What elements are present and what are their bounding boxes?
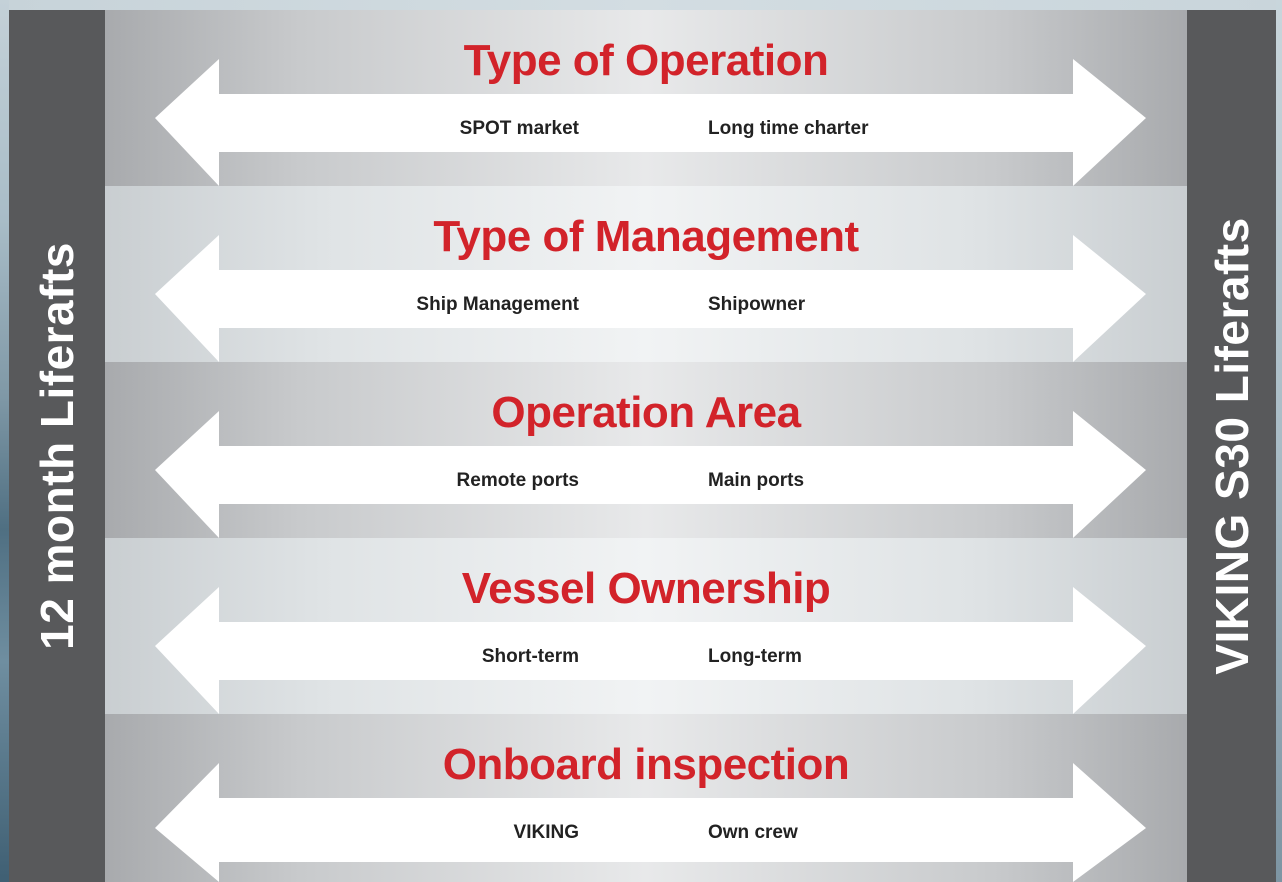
left-option: Remote ports	[456, 470, 579, 491]
left-axis-bar: 12 month Liferafts	[9, 10, 105, 882]
left-option: SPOT market	[459, 118, 579, 139]
right-axis-label: VIKING S30 Liferafts	[1205, 217, 1258, 675]
right-option: Long time charter	[708, 118, 869, 139]
left-option: Ship Management	[416, 294, 579, 315]
double-arrow-icon	[155, 763, 1146, 882]
left-axis-label: 12 month Liferafts	[31, 242, 83, 650]
row-type-of-management: Type of Management Ship Management Shipo…	[105, 186, 1187, 362]
left-option: Short-term	[481, 646, 579, 667]
row-title: Onboard inspection	[442, 740, 850, 789]
right-option: Main ports	[708, 470, 805, 491]
double-arrow-icon	[155, 59, 1146, 186]
row-title: Vessel Ownership	[461, 564, 831, 613]
background-photo-top	[9, 0, 1276, 10]
row-title: Type of Management	[433, 212, 859, 261]
row-vessel-ownership: Vessel Ownership Short-term Long-term	[105, 538, 1187, 714]
double-arrow-icon	[155, 411, 1146, 538]
background-photo-right	[1276, 0, 1282, 882]
row-title: Operation Area	[491, 388, 801, 437]
right-option: Own crew	[708, 822, 798, 843]
right-option: Long-term	[708, 646, 802, 667]
left-option: VIKING	[513, 822, 579, 843]
right-axis-bar: VIKING S30 Liferafts	[1187, 10, 1276, 882]
right-option: Shipowner	[708, 294, 806, 315]
background-photo-left	[0, 0, 9, 882]
row-type-of-operation: Type of Operation SPOT market Long time …	[105, 10, 1187, 186]
double-arrow-icon	[155, 235, 1146, 362]
double-arrow-icon	[155, 587, 1146, 714]
row-operation-area: Operation Area Remote ports Main ports	[105, 362, 1187, 538]
comparison-rows: Type of Operation SPOT market Long time …	[105, 10, 1187, 882]
row-title: Type of Operation	[463, 36, 829, 85]
row-onboard-inspection: Onboard inspection VIKING Own crew	[105, 714, 1187, 882]
